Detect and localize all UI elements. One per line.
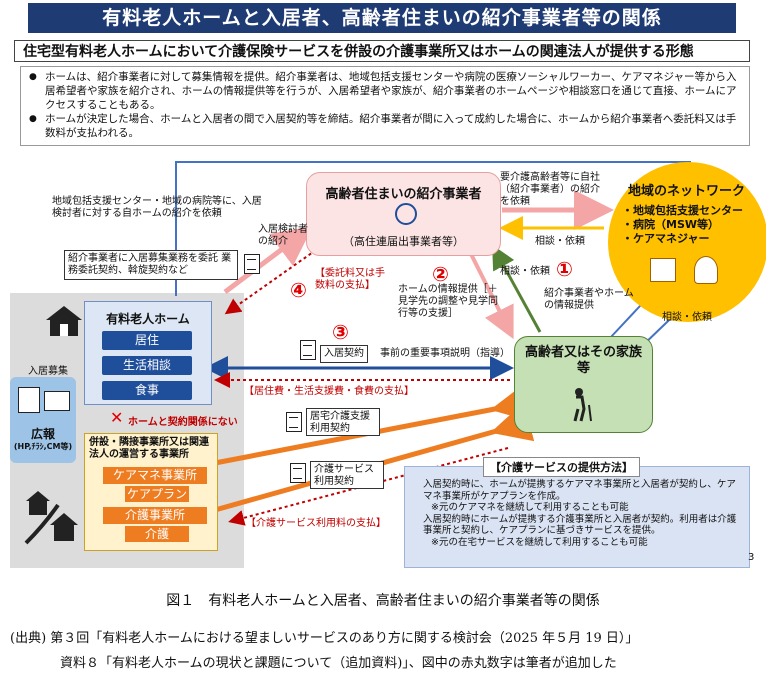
summary-bullets: ホームは、紹介事業者に対して募集情報を提供。紹介事業者は、地域包括支援センターや… [20,66,750,146]
affiliate-title: 併設・隣接事業所又は関連法人の運営する事業所 [89,437,209,460]
kaigo-payment-label: 【介護サービス利用料の支払】 [246,518,386,529]
service-item: 入居契約時にホームが提携する介護事業所と入居者が契約。利用者は介護事業所と契約し… [423,513,737,537]
referral-label: 地域包括支援センター・地域の病院等に、入居検討者に対する自ホームの紹介を依頼 [52,196,262,219]
payment-label: 【居住費・生活支援費・食費の支払】 [244,386,414,397]
diagram-subtitle: 住宅型有料老人ホームにおいて介護保険サービスを併設の介護事業所又はホームの関連法… [14,40,750,62]
bullet-item: ホームは、紹介事業者に対して募集情報を提供。紹介事業者は、地域包括支援センターや… [29,70,743,112]
service-note: ※元のケアマネを継続して利用することも可能 [431,502,629,513]
network-list: ・地域包括支援センター ・病院（MSW等） ・ケアマネジャー [622,204,743,246]
care-plan-box: ケアプラン [125,486,189,502]
house-icon [46,306,82,336]
no-contract-label: ホームと契約関係にない [128,417,238,428]
source-line-2: 資料８「有料老人ホームの現状と課題について（追加資料)」、図中の赤丸数字は筆者が… [60,656,617,671]
hospital-icon [650,258,676,282]
kyotaku-label: 居宅介護支援利用契約 [306,408,380,436]
care-office-box: ケアマネ事業所 [103,467,207,484]
consult-label-1: 相談・依頼 [535,236,585,247]
ad-sub: (HP,ﾁﾗｼ,CM等) [13,442,73,451]
introducer-arrow [223,226,313,294]
ad-title: 広報 [30,427,55,441]
nursing-office-box: 介護事業所 [103,507,207,524]
service-note: ※元の在宅サービスを継続して利用することも可能 [431,536,648,548]
network-title: 地域のネットワーク [628,184,746,199]
introducer-info-label: 紹介事業者やホームの情報提供 [544,288,634,311]
explain-label: 事前の重要事項説明（指導） [380,348,510,359]
network-item: ・地域包括支援センター [622,204,743,217]
network-item: ・ケアマネジャー [622,232,710,245]
page-number: 3 [748,552,755,563]
service-method-box: 【介護サービスの提供方法】 入居契約時に、ホームが提携するケアマネ事業所と入居者… [404,457,750,568]
num3-label: ③ [332,320,349,344]
home-title: 有料老人ホーム [106,312,190,326]
service-item: 入居契約時に、ホームが提携するケアマネ事業所と入居者が契約し、ケアマネ事業所がケ… [423,479,736,502]
ad-box: 広報 (HP,ﾁﾗｼ,CM等) [10,377,76,463]
info-arrow [468,251,514,340]
introducer-box: 高齢者住まいの紹介事業者 （高住連届出事業者等） [306,172,501,256]
home-item-meals: 食事 [102,381,192,400]
resident-title: 高齢者又はその家族等 [524,345,642,376]
request-intro-label: 要介護高齢者等に自社（紹介事業者）の紹介を依頼 [500,172,600,207]
consult-label-3: 相談・依頼 [662,312,712,323]
neighborhood-icon [24,491,78,545]
operator-icon [395,203,417,225]
fee-label: 【委託料又は手数料の支払】 [315,268,385,291]
num2-label: ② [432,262,449,286]
info-provide-label: ホームの情報提供［＋見学先の調整や見学同行等の支援］ [398,284,498,319]
x-icon: ✕ [110,408,124,427]
billboard-icon [44,391,70,411]
source-line-1: (出典) 第３回「有料老人ホームにおける望ましいサービスのあり方に関する検討会（… [10,631,639,646]
elderly-icon [573,388,592,422]
service-method-list: 入居契約時に、ホームが提携するケアマネ事業所と入居者が契約し、ケアマネ事業所がケ… [423,479,741,548]
resident-box: 高齢者又はその家族等 [514,336,653,433]
document-icon [286,412,302,432]
figure-caption: 図１ 有料老人ホームと入居者、高齢者住まいの紹介事業者等の関係 [166,593,600,609]
consult-arrow-green [492,244,542,333]
num4-label: ④ [290,278,307,302]
document-icon [300,340,316,360]
recruit-label: 入居募集 [28,366,68,377]
person-icon [694,256,718,284]
network-circle: 地域のネットワーク ・地域包括支援センター ・病院（MSW等） ・ケアマネジャー [608,162,766,322]
flyer-icon [18,387,40,413]
network-item: ・病院（MSW等） [622,218,720,231]
consign-box: 紹介事業者に入居募集業務を委託 業務委託契約、斡旋契約など [64,250,238,280]
consult-label-2: 相談・依頼 [500,266,550,277]
bullet-item: ホームが決定した場合、ホームと入居者の間で入居契約等を締結。紹介事業者が間に入っ… [29,112,743,140]
home-item-residence: 居住 [102,331,192,350]
service-method-title: 【介護サービスの提供方法】 [483,457,640,477]
page-title: 有料老人ホームと入居者、高齢者住まいの紹介事業者等の関係 [28,3,736,33]
home-item-consult: 生活相談 [102,356,192,375]
introducer-sub: （高住連届出事業者等） [343,235,464,248]
document-icon [244,254,260,274]
num1-label: ① [556,257,573,281]
introducer-title: 高齢者住まいの紹介事業者 [325,187,482,202]
contract-label: 入居契約 [320,345,368,363]
introduce-label: 入居検討者の紹介 [258,224,308,247]
document-icon [290,463,306,483]
kaigo-contract-label: 介護サービス利用契約 [310,461,384,489]
nursing-box: 介護 [125,526,189,542]
